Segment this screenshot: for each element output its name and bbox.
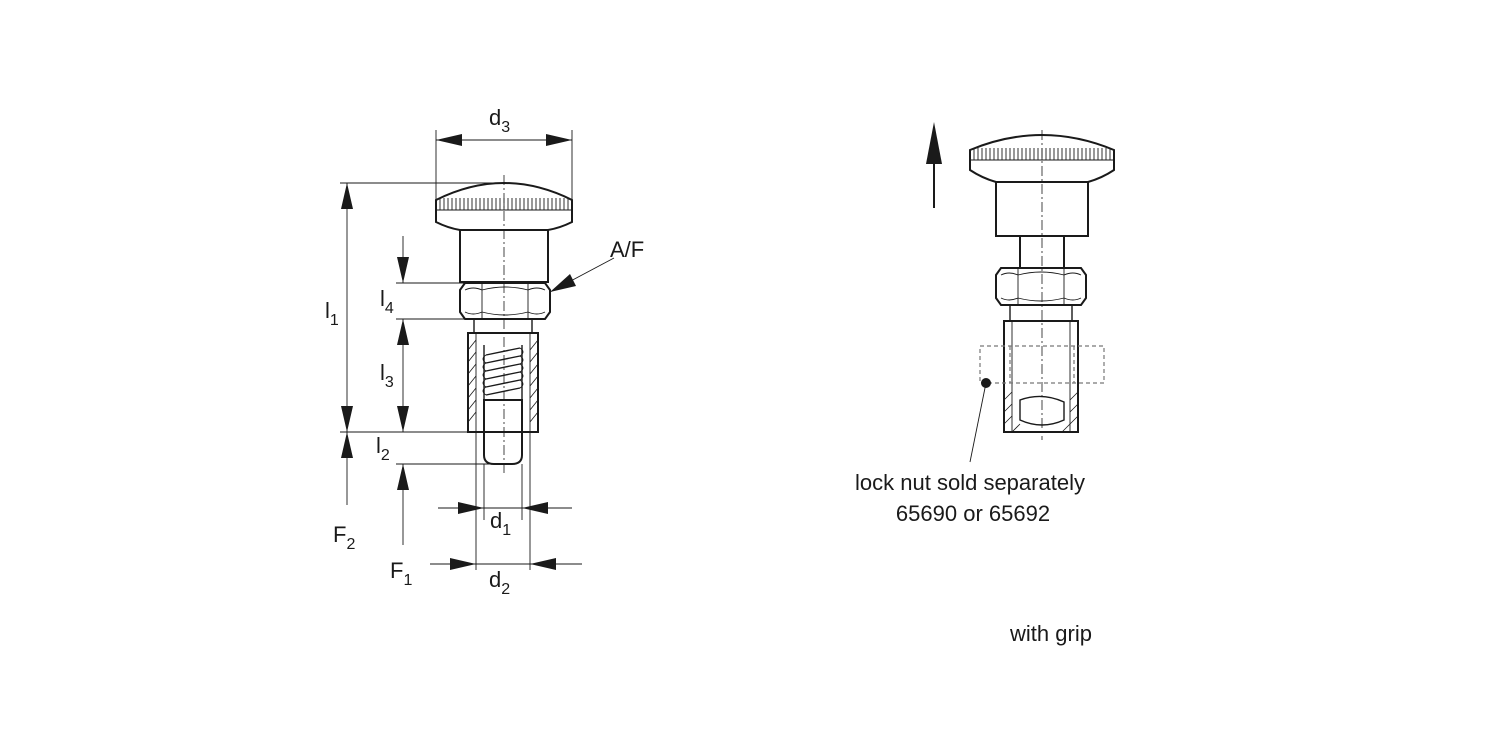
- lock-nut-note: lock nut sold separately: [855, 470, 1085, 495]
- dim-label-f2: F2: [333, 522, 355, 553]
- dim-label-f1: F1: [390, 558, 412, 589]
- left-view-plunger: [340, 130, 615, 570]
- dim-label-d1: d1: [490, 508, 511, 539]
- arrow-up-icon: [926, 122, 942, 164]
- dim-label-d2: d2: [489, 567, 510, 598]
- knob-knurling: [973, 148, 1111, 160]
- dim-label-d3: d3: [489, 105, 510, 136]
- lock-nut-part-numbers: 65690 or 65692: [896, 501, 1050, 526]
- lock-nut-outline: [979, 345, 1105, 384]
- dim-label-l3: l3: [380, 360, 394, 391]
- dim-label-af: A/F: [610, 237, 644, 262]
- dim-label-l4: l4: [380, 286, 394, 317]
- knob-knurling: [439, 198, 569, 210]
- right-view-plunger: [926, 122, 1115, 463]
- dim-label-l1: l1: [325, 298, 339, 329]
- dim-label-l2: l2: [376, 433, 390, 464]
- variant-caption: with grip: [1009, 621, 1092, 646]
